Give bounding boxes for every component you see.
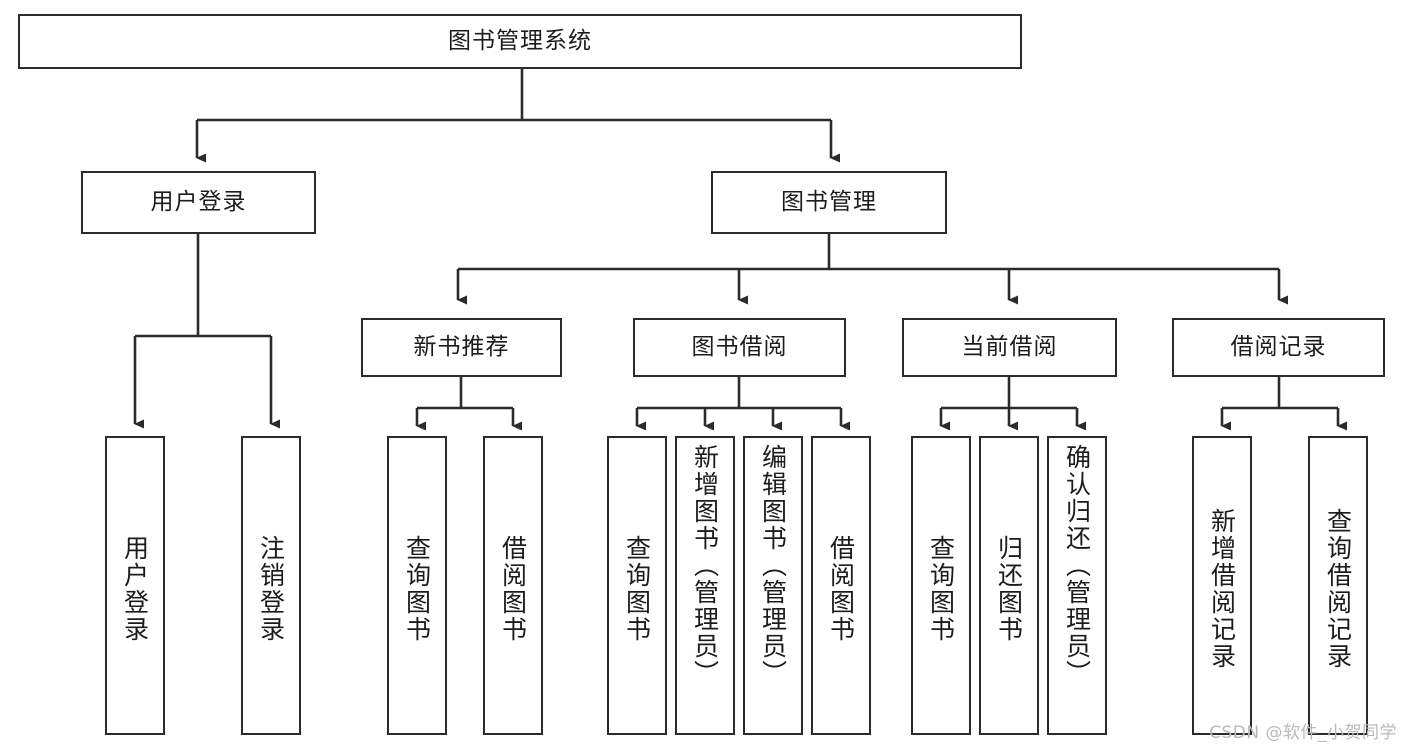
leaf-logout-login[interactable]: 注销登录 [241,436,301,735]
watermark-text: CSDN @软件_小贺同学 [1209,723,1397,743]
node-label: 借阅图书 [498,534,528,643]
node-label: 图书管理 [781,188,877,215]
node-borrow-record[interactable]: 借阅记录 [1172,318,1385,377]
node-label: 查询借阅记录 [1323,507,1353,670]
node-book-borrow[interactable]: 图书借阅 [633,318,846,377]
leaf-edit-book-admin[interactable]: 编辑图书（管理员） [743,436,803,735]
node-label: 编辑图书（管理员） [758,444,788,687]
node-label: 新增借阅记录 [1207,507,1237,670]
node-label: 借阅记录 [1230,333,1327,360]
node-label: 用户登录 [120,534,150,643]
node-label: 借阅图书 [826,534,856,643]
node-label: 新增图书（管理员） [690,444,720,687]
node-user-login[interactable]: 用户登录 [81,171,316,234]
node-label: 查询图书 [926,534,956,643]
node-label: 注销登录 [256,534,286,643]
leaf-add-book-admin[interactable]: 新增图书（管理员） [675,436,735,735]
leaf-user-login[interactable]: 用户登录 [105,436,165,735]
node-label: 确认归还（管理员） [1062,444,1092,687]
node-label: 归还图书 [994,534,1024,643]
leaf-query-book-borrow[interactable]: 查询图书 [607,436,667,735]
node-new-book-recommend[interactable]: 新书推荐 [361,318,562,377]
leaf-add-borrow-record[interactable]: 新增借阅记录 [1192,436,1252,735]
leaf-borrow-book[interactable]: 借阅图书 [811,436,871,735]
node-label: 图书借阅 [691,333,788,360]
leaf-query-borrow-record[interactable]: 查询借阅记录 [1308,436,1368,735]
node-label: 查询图书 [622,534,652,643]
node-label: 查询图书 [402,534,432,643]
node-label: 当前借阅 [961,333,1058,360]
leaf-borrow-book-recommend[interactable]: 借阅图书 [483,436,543,735]
leaf-query-book-recommend[interactable]: 查询图书 [387,436,447,735]
node-label: 用户登录 [150,188,247,215]
node-label: 新书推荐 [413,333,510,360]
node-current-borrow[interactable]: 当前借阅 [902,318,1117,377]
leaf-query-book-current[interactable]: 查询图书 [911,436,971,735]
node-book-management[interactable]: 图书管理 [711,171,947,234]
leaf-confirm-return-admin[interactable]: 确认归还（管理员） [1047,436,1107,735]
leaf-return-book[interactable]: 归还图书 [979,436,1039,735]
node-root-system[interactable]: 图书管理系统 [18,14,1022,69]
node-label: 图书管理系统 [448,27,592,54]
